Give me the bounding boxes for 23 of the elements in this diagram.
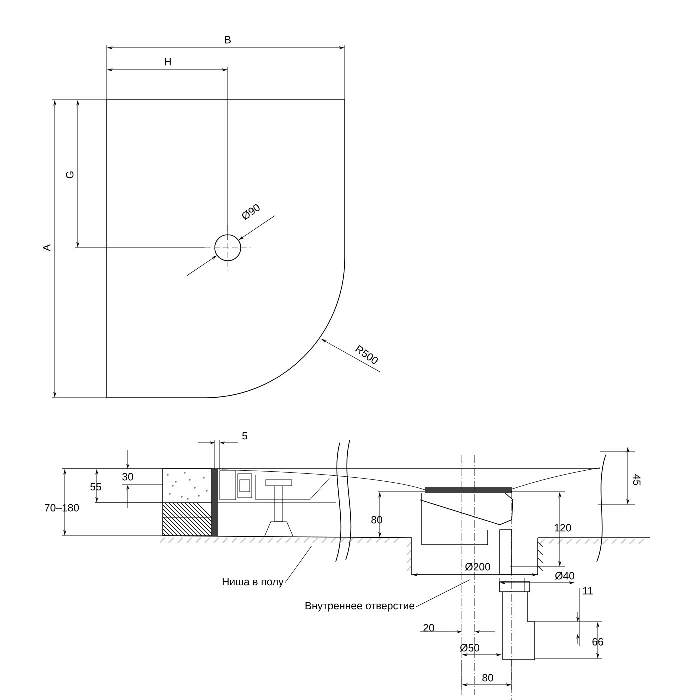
- dimension-label: H: [165, 58, 171, 66]
- dimension-label: 11: [583, 587, 593, 595]
- leader-text: Внутреннее отверстие: [306, 602, 415, 612]
- dimension-label: 80: [372, 516, 382, 524]
- dimension-label: 20: [424, 624, 434, 632]
- dimension-label: 55: [90, 483, 102, 491]
- dimension-label: A: [43, 244, 51, 252]
- leader-line: [416, 580, 470, 608]
- dimension-label: G: [66, 172, 74, 179]
- dimension-label: 66: [592, 638, 604, 646]
- dimension-label: 30: [122, 473, 134, 481]
- dimension-label: 5: [242, 432, 248, 440]
- dimension-label: 45: [633, 474, 641, 486]
- dimension-label: B: [225, 36, 231, 44]
- dimension-label: 70–180: [45, 504, 80, 512]
- dimension-label: Ø90: [242, 204, 260, 221]
- leader-line: [285, 546, 312, 584]
- dimension-label: 80: [482, 674, 494, 682]
- dimension-label: Ø200: [466, 563, 490, 571]
- dimension-label: Ø40: [555, 572, 575, 580]
- dimension-label: 120: [555, 524, 572, 532]
- leader-text: Ниша в полу: [222, 578, 284, 588]
- dimension-label: Ø50: [460, 644, 480, 652]
